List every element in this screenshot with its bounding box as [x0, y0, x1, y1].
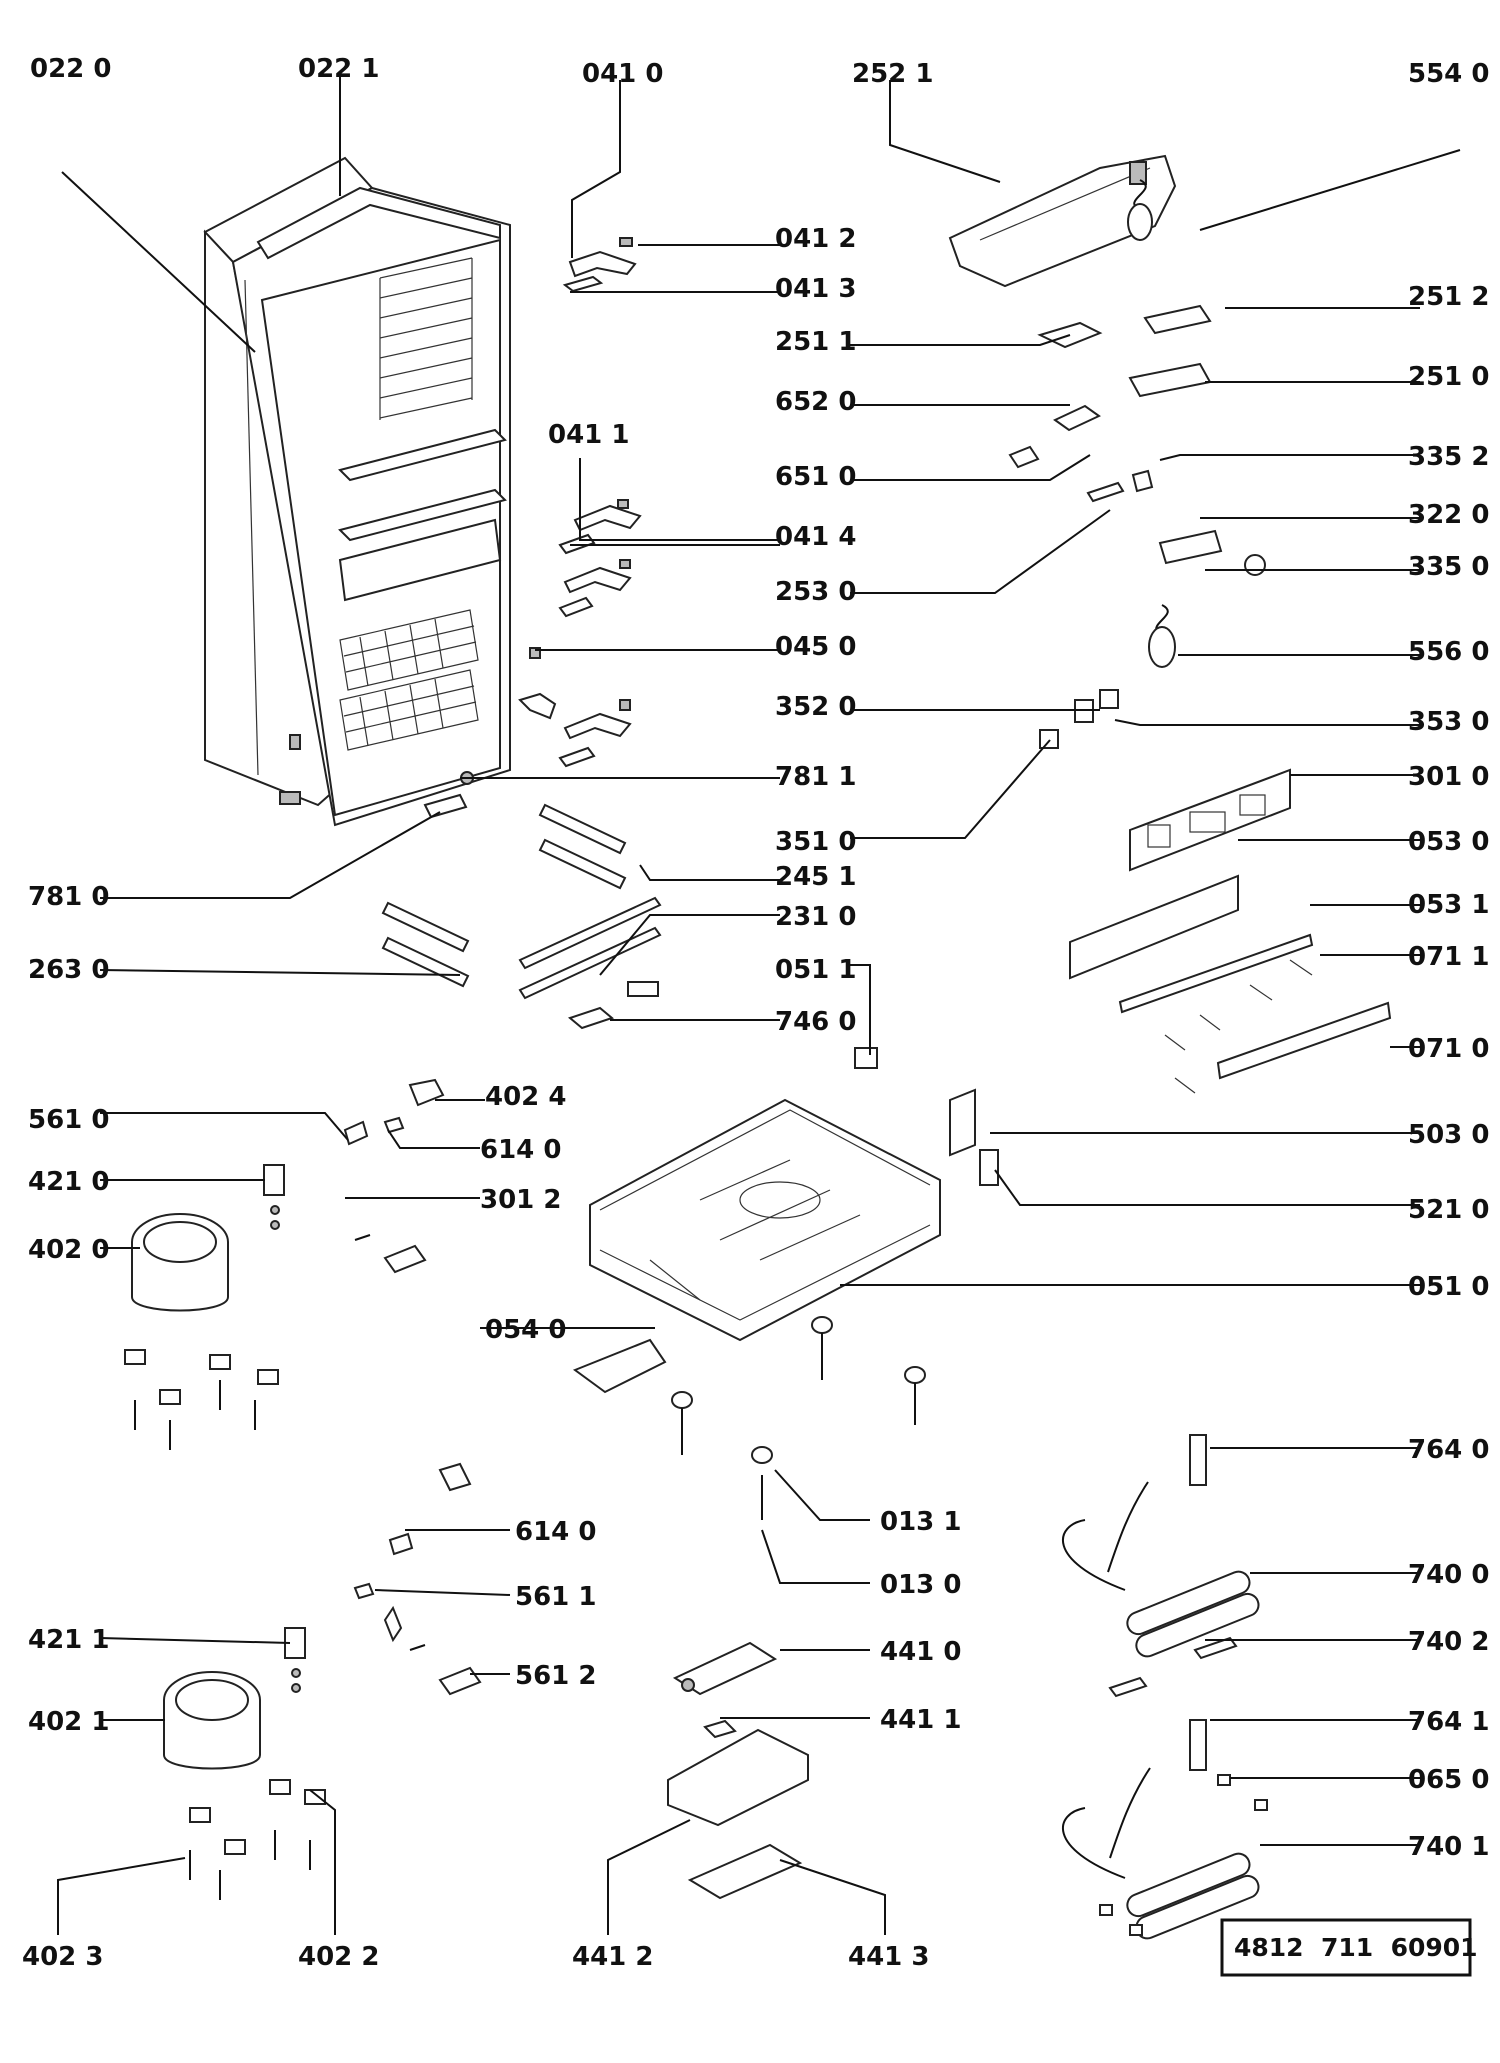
label-251-1: 251 1: [775, 327, 856, 357]
label-764-0: 764 0: [1408, 1435, 1489, 1465]
label-251-2: 251 2: [1408, 282, 1489, 312]
label-561-1: 561 1: [515, 1582, 596, 1612]
label-740-1: 740 1: [1408, 1832, 1489, 1862]
control-housing: [948, 154, 1266, 749]
label-441-0: 441 0: [880, 1637, 961, 1667]
label-402-4: 402 4: [485, 1082, 566, 1112]
label-301-2: 301 2: [480, 1185, 561, 1215]
label-441-1: 441 1: [880, 1705, 961, 1735]
label-740-2: 740 2: [1408, 1627, 1489, 1657]
refrigerator-cabinet: [203, 156, 511, 827]
label-051-1: 051 1: [775, 955, 856, 985]
label-051-0: 051 0: [1408, 1272, 1489, 1302]
compressor-lower: [163, 1462, 482, 1900]
compressor-upper: [124, 1078, 445, 1450]
part-labels: 022 0 022 1 041 0 252 1 554 0 041 2 041 …: [22, 54, 1489, 1972]
label-053-0: 053 0: [1408, 827, 1489, 857]
label-402-0: 402 0: [28, 1235, 109, 1265]
label-253-0: 253 0: [775, 577, 856, 607]
label-556-0: 556 0: [1408, 637, 1489, 667]
label-740-0: 740 0: [1408, 1560, 1489, 1590]
label-421-1: 421 1: [28, 1625, 109, 1655]
label-561-0: 561 0: [28, 1105, 109, 1135]
label-231-0: 231 0: [775, 902, 856, 932]
base-frame: [572, 1088, 999, 1520]
document-number-box: 4812 711 60901: [1220, 1918, 1478, 1977]
label-041-2: 041 2: [775, 224, 856, 254]
label-402-3: 402 3: [22, 1942, 103, 1972]
label-054-0: 054 0: [485, 1315, 566, 1345]
label-335-2: 335 2: [1408, 442, 1489, 472]
label-651-0: 651 0: [775, 462, 856, 492]
leader-lines: [57, 76, 1461, 1935]
label-041-0: 041 0: [582, 59, 663, 89]
label-521-0: 521 0: [1408, 1195, 1489, 1225]
label-614-0-upper: 614 0: [480, 1135, 561, 1165]
label-746-0: 746 0: [775, 1007, 856, 1037]
relay-box: [667, 1641, 809, 1900]
label-251-0: 251 0: [1408, 362, 1489, 392]
label-353-0: 353 0: [1408, 707, 1489, 737]
label-352-0: 352 0: [775, 692, 856, 722]
label-301-0: 301 0: [1408, 762, 1489, 792]
label-322-0: 322 0: [1408, 500, 1489, 530]
label-053-1: 053 1: [1408, 890, 1489, 920]
label-421-0: 421 0: [28, 1167, 109, 1197]
label-045-0: 045 0: [775, 632, 856, 662]
label-022-1: 022 1: [298, 54, 379, 84]
label-441-3: 441 3: [848, 1942, 929, 1972]
control-panels: [1069, 768, 1392, 1094]
label-263-0: 263 0: [28, 955, 109, 985]
label-022-0: 022 0: [30, 54, 111, 84]
label-441-2: 441 2: [572, 1942, 653, 1972]
label-503-0: 503 0: [1408, 1120, 1489, 1150]
label-065-0: 065 0: [1408, 1765, 1489, 1795]
condenser-coils: [1062, 1434, 1268, 1940]
label-351-0: 351 0: [775, 827, 856, 857]
label-041-4: 041 4: [775, 522, 856, 552]
label-402-1: 402 1: [28, 1707, 109, 1737]
label-041-3: 041 3: [775, 274, 856, 304]
label-245-1: 245 1: [775, 862, 856, 892]
label-041-1: 041 1: [548, 420, 629, 450]
label-335-0: 335 0: [1408, 552, 1489, 582]
label-554-0: 554 0: [1408, 59, 1489, 89]
label-614-0-lower: 614 0: [515, 1517, 596, 1547]
label-781-0: 781 0: [28, 882, 109, 912]
label-013-1: 013 1: [880, 1507, 961, 1537]
document-number: 4812 711 60901: [1234, 1933, 1478, 1962]
label-561-2: 561 2: [515, 1661, 596, 1691]
label-252-1: 252 1: [852, 59, 933, 89]
label-402-2: 402 2: [298, 1942, 379, 1972]
label-652-0: 652 0: [775, 387, 856, 417]
label-071-1: 071 1: [1408, 942, 1489, 972]
label-781-1: 781 1: [775, 762, 856, 792]
label-764-1: 764 1: [1408, 1707, 1489, 1737]
label-071-0: 071 0: [1408, 1034, 1489, 1064]
label-013-0: 013 0: [880, 1570, 961, 1600]
